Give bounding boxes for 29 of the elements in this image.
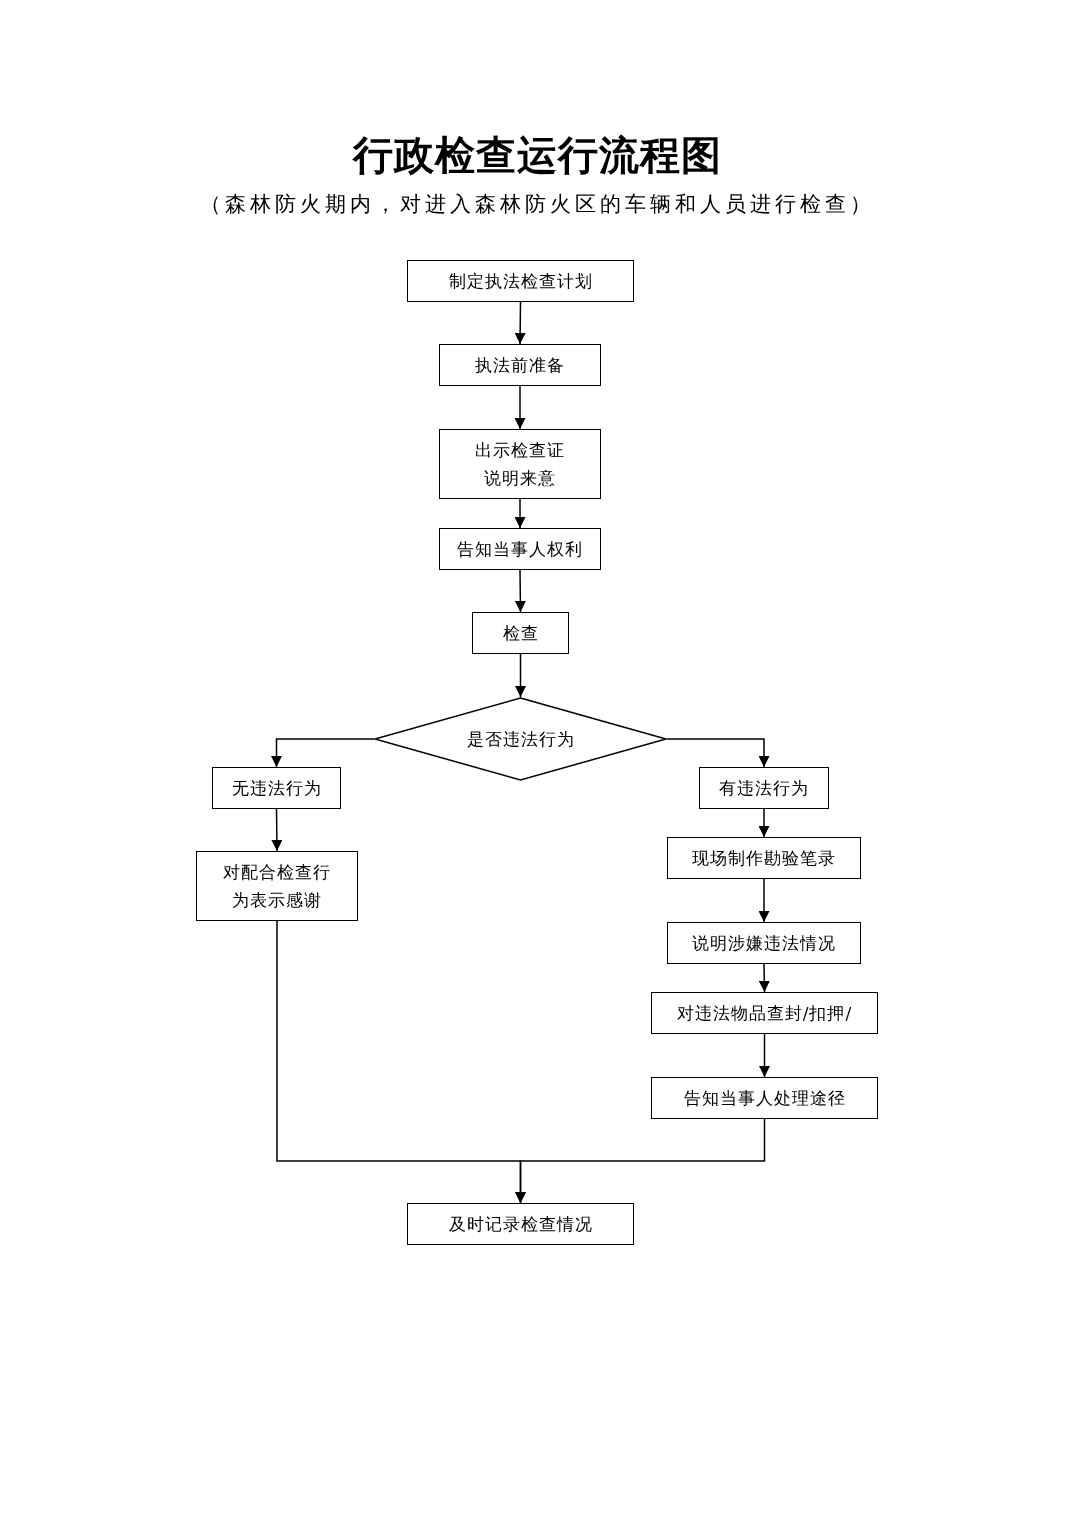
title-text: 行政检查运行流程图	[351, 130, 723, 180]
arrow	[514, 569, 526, 613]
process-box: 告知当事人权利	[439, 528, 601, 570]
arrow	[271, 738, 375, 768]
process-box: 及时记录检查情况	[407, 1203, 634, 1245]
arrow	[514, 498, 526, 529]
arrow	[271, 808, 283, 852]
arrow	[514, 385, 526, 430]
arrow	[514, 301, 526, 345]
process-box: 出示检查证说明来意	[439, 429, 601, 499]
process-box: 说明涉嫌违法情况	[667, 922, 861, 964]
process-box: 现场制作勘验笔录	[667, 837, 861, 879]
arrow	[515, 653, 526, 698]
arrow	[515, 1118, 766, 1204]
arrow	[758, 808, 770, 838]
arrow	[758, 878, 770, 923]
process-box: 告知当事人处理途径	[651, 1077, 878, 1119]
decision-diamond: 是否违法行为	[374, 697, 667, 781]
process-box: 制定执法检查计划	[407, 260, 634, 302]
process-box: 无违法行为	[212, 767, 341, 809]
process-box: 对违法物品查封/扣押/	[651, 992, 878, 1034]
arrow	[666, 738, 770, 768]
arrow	[759, 1033, 770, 1078]
subtitle-text: （森林防火期内，对进入森林防火区的车辆和人员进行检查）	[198, 191, 876, 218]
arrow	[758, 963, 770, 993]
process-box: 有违法行为	[699, 767, 829, 809]
process-box: 执法前准备	[439, 344, 601, 386]
process-box: 检查	[472, 612, 569, 654]
process-box: 对配合检查行为表示感谢	[196, 851, 358, 921]
